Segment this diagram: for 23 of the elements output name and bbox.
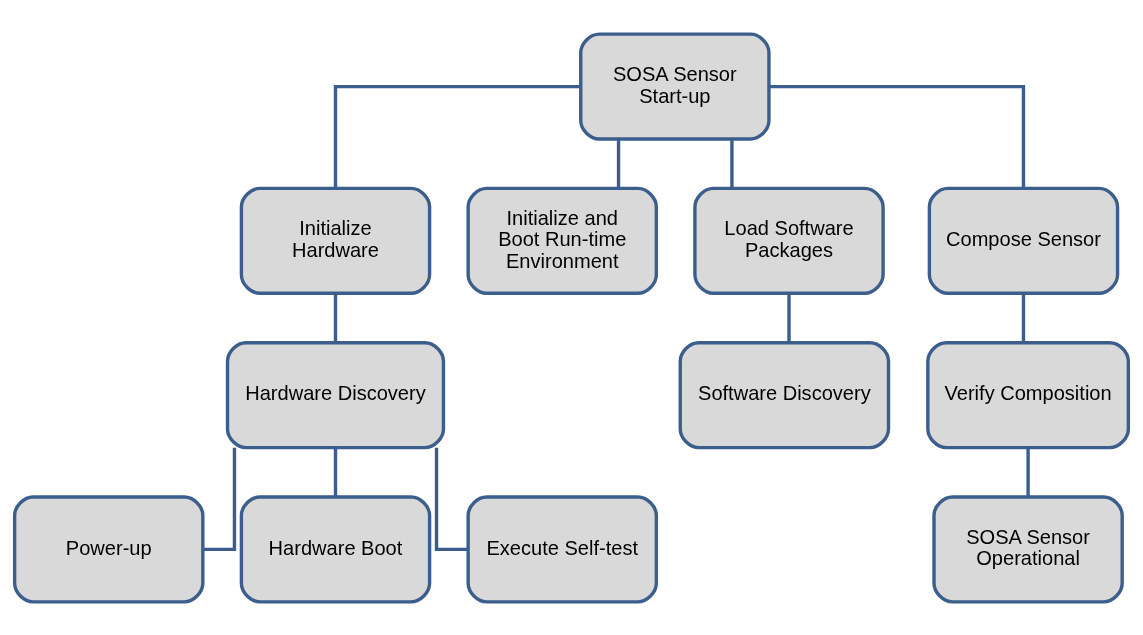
- node-box: Initialize Hardware: [239, 186, 432, 295]
- connector: [787, 293, 791, 342]
- node-box: Power-up: [12, 494, 205, 604]
- node-box: Software Discovery: [678, 340, 891, 449]
- node-box: Verify Composition: [926, 340, 1131, 449]
- connector: [1026, 447, 1030, 496]
- node-box: Hardware Boot: [239, 494, 432, 604]
- node-box: Load Software Packages: [693, 186, 885, 295]
- connector: [769, 84, 1026, 188]
- node-box: SOSA Sensor Start-up: [579, 31, 771, 141]
- connector: [1021, 293, 1026, 342]
- connector: [730, 138, 734, 188]
- node-box: Compose Sensor: [927, 186, 1120, 295]
- connector: [616, 138, 621, 188]
- connector: [333, 447, 338, 496]
- connector: [333, 293, 338, 342]
- connector: [333, 84, 581, 188]
- node-box: Initialize and Boot Run-time Environment: [466, 186, 659, 295]
- node-box: Hardware Discovery: [225, 340, 446, 449]
- connector: [203, 447, 237, 551]
- connector: [434, 447, 468, 551]
- node-box: Execute Self-test: [466, 494, 659, 604]
- node-box: SOSA Sensor Operational: [932, 494, 1124, 604]
